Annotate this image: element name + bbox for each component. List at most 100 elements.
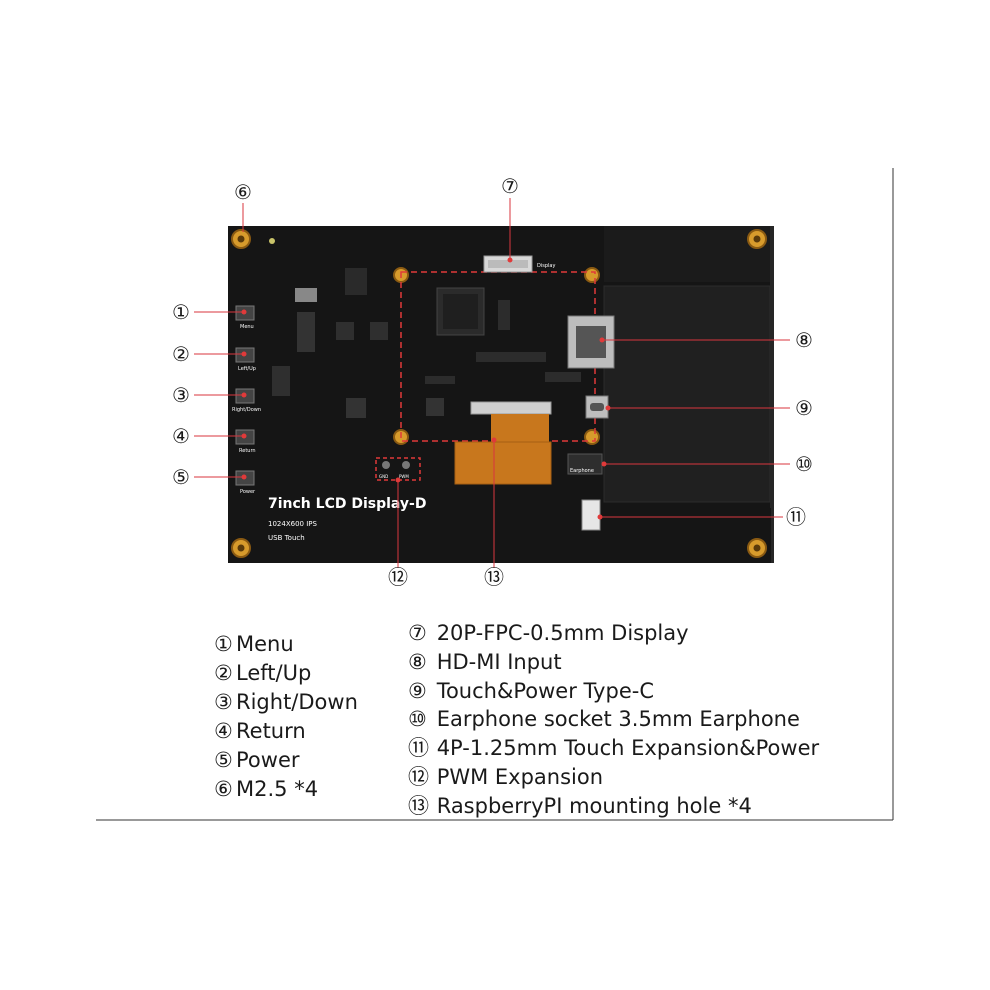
callout-dot-8 [599,337,605,343]
callout-dot-10 [601,461,607,467]
board-subtitle-1: 1024X600 IPS [268,520,317,528]
callout-dot-12 [395,477,401,483]
silk-power: Power [240,489,256,495]
legend-item-display-fpc: ⑦ 20P-FPC-0.5mm Display [408,620,689,646]
callout-number-3: ③ [172,383,190,407]
legend-number: ⑫ [408,765,429,789]
legend-item-touch-expansion: ⑪ 4P-1.25mm Touch Expansion&Power [408,735,819,761]
legend-label: 20P-FPC-0.5mm Display [436,621,689,645]
legend-number: ⑥ [214,777,233,801]
pwm-pad [402,461,410,469]
callout-number-10: ⑩ [795,452,813,476]
rpi-hole-4 [584,429,600,445]
legend-label: Return [236,719,306,743]
lcd-back-panel [603,285,771,503]
legend-number: ⑦ [408,621,427,645]
jumper-block [297,312,315,352]
silk-earphone: Earphone [570,468,594,474]
touch-4p-connector [581,499,601,531]
callout-dot-4 [241,433,247,439]
callout-dot-11 [597,514,603,520]
lcd-edge [770,226,774,563]
callout-dot-7 [507,257,513,263]
silk-pwm: PWM [399,474,409,479]
legend-label: Touch&Power Type-C [436,679,654,703]
callout-dot-13 [491,437,497,443]
chip-e [272,366,290,396]
gnd-pad [382,461,390,469]
m25-hole-bottom-left-center [237,544,245,552]
legend-item-typec: ⑨ Touch&Power Type-C [408,678,654,704]
legend-label: Menu [236,632,294,656]
legend-number: ④ [214,719,233,743]
display-fpc-slot [488,260,528,268]
chip-a [345,268,367,295]
board-subtitle-2: USB Touch [268,534,305,542]
board-title: 7inch LCD Display-D [268,496,426,512]
callout-dot-9 [605,405,611,411]
legend-label: Left/Up [236,661,312,685]
legend-item-rpi-hole: ⑬ RaspberryPI mounting hole *4 [408,793,752,819]
legend-label: Right/Down [236,690,358,714]
callout-dot-3 [241,392,247,398]
typec-port-opening [590,403,604,411]
silk-gnd: GND [379,474,388,479]
legend-item-pwm: ⑫ PWM Expansion [408,764,603,790]
m25-hole-top-right-center [753,235,761,243]
chip-d [425,376,455,384]
chip-c [498,300,510,330]
silk-display: Display [537,263,555,269]
legend-label: Power [236,748,300,772]
legend-label: M2.5 *4 [236,777,319,801]
ribbon-outline [454,441,552,485]
callout-number-8: ⑧ [795,328,813,352]
legend-item-earphone: ⑩ Earphone socket 3.5mm Earphone [408,706,800,732]
inductor-1 [336,322,354,340]
pcb-bottom-right [604,508,771,563]
legend-number: ⑪ [408,736,429,760]
lcd-top-strip [604,226,771,282]
components [235,255,615,531]
chip-f [545,372,581,382]
callout-number-13: ⑬ [484,565,504,589]
small-connector [295,288,317,302]
silk-rightdown: Right/Down [232,407,261,413]
ribbon-connector [470,401,552,415]
legend-number: ① [214,632,233,656]
silk-return: Return [239,448,256,454]
callout-number-2: ② [172,342,190,366]
callout-number-1: ① [172,300,190,324]
legend-number: ③ [214,690,233,714]
ribbon-cable [455,442,551,484]
rpi-hole-2 [584,267,600,283]
silk-menu: Menu [240,324,254,330]
legend-number: ② [214,661,233,685]
callout-number-7: ⑦ [501,174,519,198]
pcb-board [228,226,774,563]
main-chip-core [443,294,478,329]
silk-leftup: Left/Up [238,366,256,372]
callout-number-6: ⑥ [234,180,252,204]
m25-hole-top-left-center [237,235,245,243]
led-dot [269,238,275,244]
ribbon-cable-upper [491,414,549,442]
legend-number: ⑬ [408,794,429,818]
callout-dot-1 [241,309,247,315]
resistor-row [476,352,546,362]
m25-hole-bottom-right-center [753,544,761,552]
legend-number: ⑧ [408,650,427,674]
legend-number: ⑨ [408,679,427,703]
callout-dots [241,257,611,520]
legend-number: ⑩ [408,707,427,731]
callout-number-11: ⑪ [786,505,806,529]
legend-number: ⑤ [214,748,233,772]
callout-number-4: ④ [172,424,190,448]
inductor-3 [346,398,366,418]
